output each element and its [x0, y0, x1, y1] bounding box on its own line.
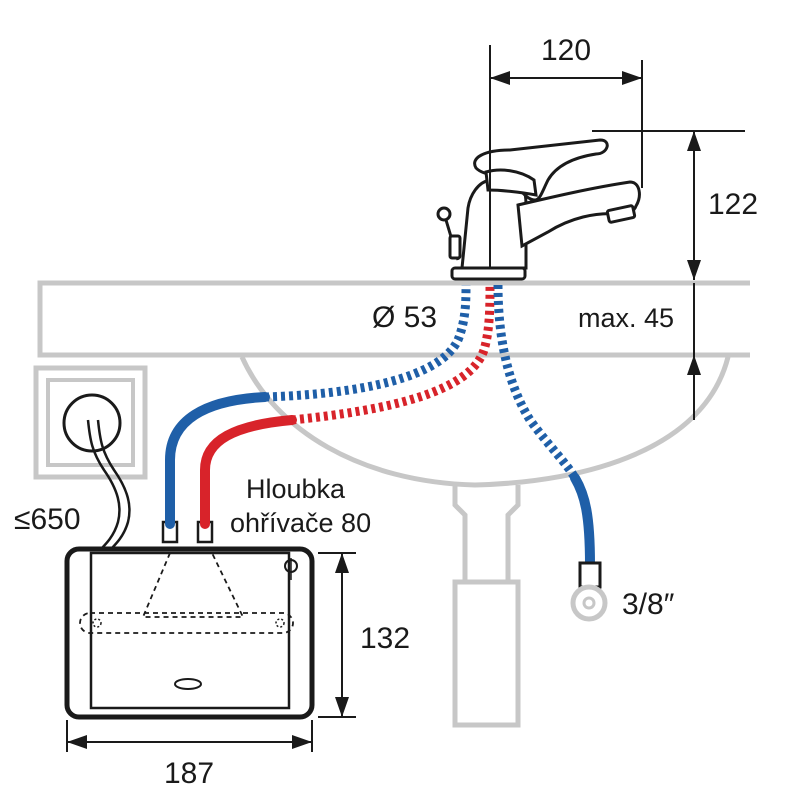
faucet: [436, 138, 641, 281]
cold-hose-heater: [165, 392, 270, 529]
hot-hose-heater: [200, 415, 297, 529]
brand-logo: [174, 678, 202, 690]
cold-hose-hidden: [264, 284, 471, 402]
cold-supply-hidden: [493, 284, 579, 481]
label-heater-width: 187: [164, 757, 214, 790]
label-connector-size: 3/8″: [622, 588, 675, 621]
hot-hose-hidden: [291, 284, 495, 425]
label-max-thickness: max. 45: [578, 303, 674, 333]
label-faucet-height: 122: [708, 188, 758, 221]
wall-socket: [33, 365, 148, 480]
sink-basin: [239, 355, 731, 488]
countertop: [37, 280, 750, 358]
label-heater-height: 132: [360, 622, 410, 655]
dimension-lines: [66, 45, 745, 752]
label-hole-diameter: Ø 53: [372, 301, 437, 334]
water-heater: [64, 520, 315, 720]
angle-valve: [570, 561, 608, 622]
label-cable-length: ≤650: [14, 503, 81, 536]
drain-siphon: [452, 485, 521, 728]
dimension-arrows: [67, 71, 701, 749]
label-heater-depth-1: Hloubka: [246, 474, 346, 504]
power-cable: [86, 419, 131, 551]
label-heater-depth-2: ohřívače 80: [230, 508, 371, 538]
cold-supply-hose: [570, 473, 595, 570]
label-faucet-width: 120: [541, 34, 591, 67]
